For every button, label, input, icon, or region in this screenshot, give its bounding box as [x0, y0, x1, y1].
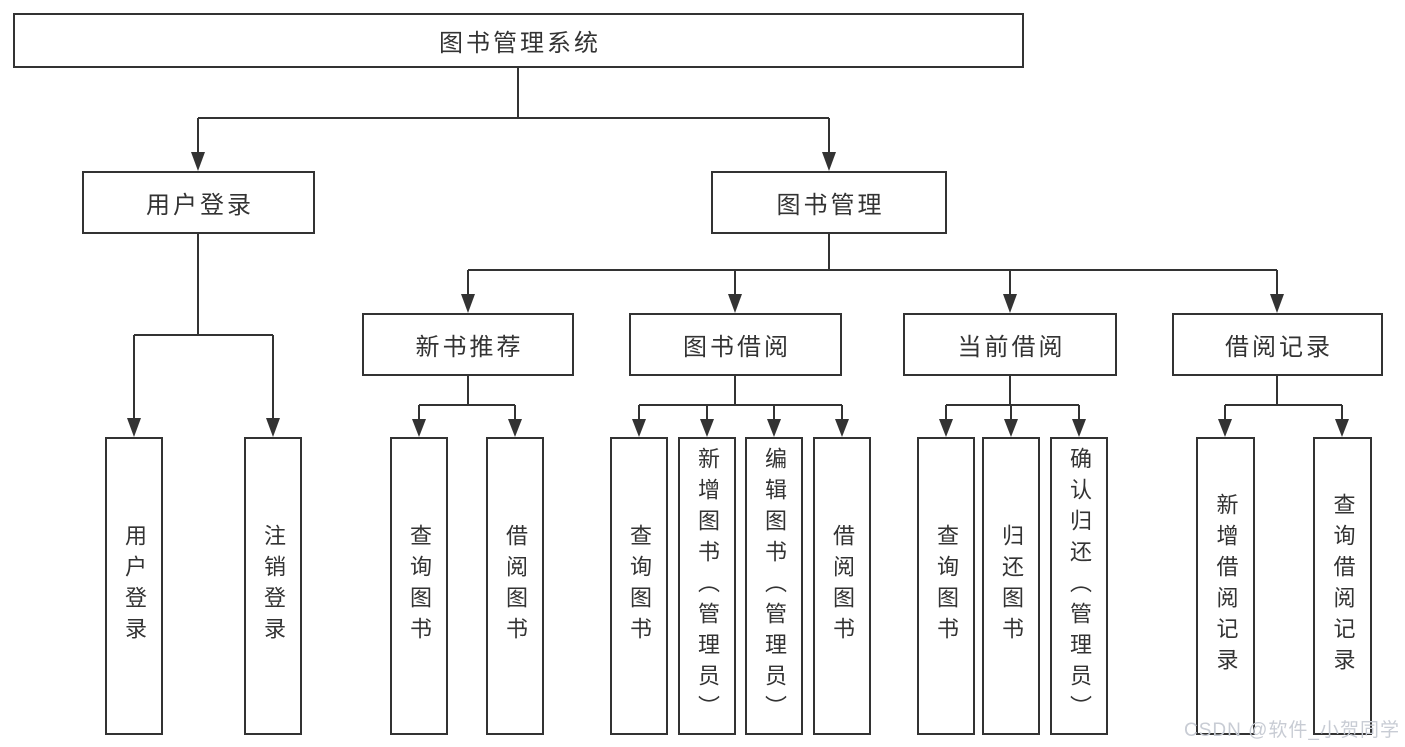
- leaf-logout: 注销登录: [244, 437, 302, 735]
- edge-current-borrowing-branch: [939, 376, 1086, 437]
- node-book-borrowing: 图书借阅: [629, 313, 842, 376]
- arrowhead: [508, 419, 522, 437]
- arrowhead: [1003, 294, 1017, 313]
- leaf-borrow-books: 借阅图书: [813, 437, 871, 735]
- node-label: 当前借阅: [957, 334, 1066, 361]
- arrowhead: [700, 419, 714, 437]
- arrowhead: [1218, 419, 1232, 437]
- node-book-management: 图书管理: [711, 171, 947, 234]
- leaf-edit-book-admin: 编辑图书（管理员）: [745, 437, 803, 735]
- node-label: 图书管理系统: [439, 30, 601, 57]
- arrowhead: [1270, 294, 1284, 313]
- arrowhead: [1004, 419, 1018, 437]
- leaf-return-books: 归还图书: [982, 437, 1040, 735]
- arrowhead: [461, 294, 475, 313]
- edge-borrowing-records-branch: [1218, 376, 1349, 437]
- node-label: 借阅图书: [503, 524, 528, 648]
- leaf-add-book-admin: 新增图书（管理员）: [678, 437, 736, 735]
- node-label: 注销登录: [261, 524, 286, 648]
- node-label: 编辑图书（管理员）: [762, 446, 787, 726]
- node-label: 查询图书: [934, 524, 959, 648]
- leaf-borrow-books-recommend: 借阅图书: [486, 437, 544, 735]
- arrowhead: [127, 418, 141, 437]
- arrowhead: [822, 152, 836, 171]
- leaf-query-books-recommend: 查询图书: [390, 437, 448, 735]
- arrowhead: [412, 419, 426, 437]
- arrowhead: [835, 419, 849, 437]
- node-label: 新增借阅记录: [1213, 493, 1239, 679]
- node-label: 用户登录: [146, 192, 254, 219]
- leaf-query-books-current: 查询图书: [917, 437, 975, 735]
- leaf-query-books-borrowing: 查询图书: [610, 437, 668, 735]
- leaf-add-borrowing-record: 新增借阅记录: [1196, 437, 1255, 735]
- node-label: 归还图书: [999, 524, 1024, 648]
- node-label: 借阅图书: [830, 524, 855, 648]
- edge-new-book-branch: [412, 376, 522, 437]
- node-label: 图书管理: [776, 192, 885, 219]
- arrowhead: [632, 419, 646, 437]
- node-label: 查询图书: [407, 524, 432, 648]
- leaf-user-login: 用户登录: [105, 437, 163, 735]
- node-label: 新书推荐: [415, 334, 524, 361]
- csdn-watermark: CSDN @软件_小贺同学: [1184, 720, 1400, 741]
- node-label: 确认归还（管理员）: [1067, 446, 1092, 726]
- arrowhead: [767, 419, 781, 437]
- node-label: 用户登录: [122, 524, 147, 648]
- edge-book-management-branch: [461, 234, 1284, 313]
- arrowhead: [1072, 419, 1086, 437]
- node-borrowing-records: 借阅记录: [1172, 313, 1383, 376]
- leaf-confirm-return-admin: 确认归还（管理员）: [1050, 437, 1108, 735]
- node-label: 图书借阅: [683, 334, 791, 361]
- arrowhead: [728, 294, 742, 313]
- arrowhead: [939, 419, 953, 437]
- edge-root-to-level2: [191, 68, 836, 171]
- node-label: 新增图书（管理员）: [695, 446, 720, 726]
- leaf-query-borrowing-record: 查询借阅记录: [1313, 437, 1372, 735]
- node-user-login: 用户登录: [82, 171, 315, 234]
- node-label: 查询借阅记录: [1330, 493, 1356, 679]
- arrowhead: [266, 418, 280, 437]
- node-label: 查询图书: [627, 524, 652, 648]
- node-current-borrowing: 当前借阅: [903, 313, 1117, 376]
- edge-book-borrowing-branch: [632, 376, 849, 437]
- node-label: 借阅记录: [1225, 334, 1333, 361]
- arrowhead: [1335, 419, 1349, 437]
- arrowhead: [191, 152, 205, 171]
- node-library-management-system: 图书管理系统: [13, 13, 1024, 68]
- node-new-book-recommendation: 新书推荐: [362, 313, 574, 376]
- edge-user-login-branch: [127, 234, 280, 437]
